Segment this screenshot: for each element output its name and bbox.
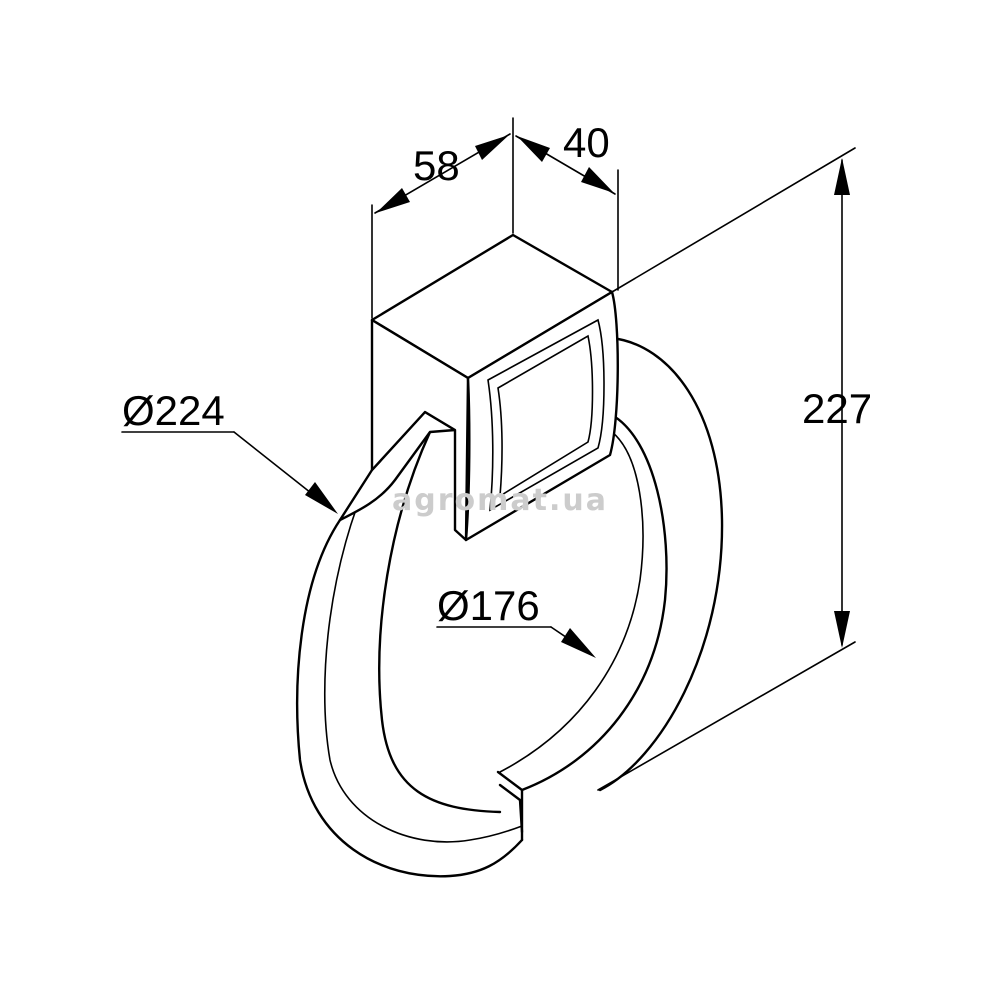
dimension-width: 58 40 — [371, 117, 619, 319]
dim-label-40: 40 — [563, 119, 610, 166]
ring — [296, 336, 724, 878]
ring-front-inner-line — [324, 469, 523, 843]
arrow-58-left — [376, 188, 410, 213]
leader-inner-diameter: Ø176 — [436, 582, 596, 658]
arrow-outer-diameter — [305, 482, 338, 514]
dim-label-outer-diameter: Ø224 — [122, 387, 225, 434]
ring-inner-hole-left — [378, 430, 502, 814]
dimension-height: 227 — [597, 147, 872, 791]
arrow-40-left — [517, 136, 550, 162]
ring-left-end — [338, 410, 457, 522]
arrow-227-bottom — [834, 611, 850, 648]
ext-line-bottom — [597, 641, 856, 791]
leader-outer-diameter: Ø224 — [121, 387, 338, 514]
arrow-227-top — [834, 158, 850, 195]
ext-line-top — [611, 147, 856, 293]
ring-outer-front-edge — [296, 518, 524, 878]
block-face-recess-outer — [487, 318, 605, 512]
ring-inner-hole-right — [520, 413, 668, 792]
block-right-face — [464, 290, 619, 542]
arrow-inner-diameter — [561, 628, 596, 658]
arrow-58-right — [475, 135, 509, 160]
dim-label-58: 58 — [413, 142, 460, 189]
ring-outer-back-edge — [598, 336, 724, 792]
block-left-face — [370, 318, 470, 542]
block-face-recess-inner — [497, 334, 594, 498]
dim-label-inner-diameter: Ø176 — [437, 582, 540, 629]
dim-label-227: 227 — [802, 385, 872, 432]
ring-split-seam-2 — [498, 783, 524, 834]
ring-inner-hole-right-back — [499, 431, 644, 773]
watermark-text: agromat.ua — [392, 483, 608, 518]
arrow-40-right — [581, 167, 614, 193]
